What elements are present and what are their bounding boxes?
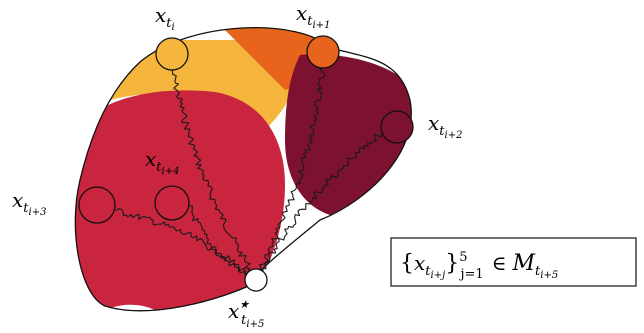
trajectories (113, 67, 383, 281)
node-x-t-i4 (154, 185, 190, 221)
node-x-star-t-i5 (244, 268, 268, 292)
node-x-t-i1 (306, 35, 340, 69)
label-x-t-i1: xti+1 (296, 1, 330, 31)
label-x-star-t-i5: x★ti+5 (228, 298, 264, 330)
label-x-t-i3: xti+3 (12, 188, 46, 218)
trajectory-from-x-t-i (171, 69, 257, 281)
trajectory-from-x-t-i4 (189, 205, 257, 281)
label-x-t-i2: xti+2 (428, 111, 462, 141)
node-x-t-i3 (78, 186, 116, 224)
trajectory-from-x-t-i1 (255, 67, 326, 281)
label-x-t-i4: xti+4 (145, 147, 179, 177)
label-x-t-i: xti (155, 3, 175, 33)
node-x-t-i2 (380, 110, 414, 144)
set-notation-box (390, 237, 637, 287)
trajectory-from-x-t-i2 (255, 131, 383, 281)
region-light-orange (110, 40, 300, 130)
node-x-t-i (155, 37, 189, 71)
